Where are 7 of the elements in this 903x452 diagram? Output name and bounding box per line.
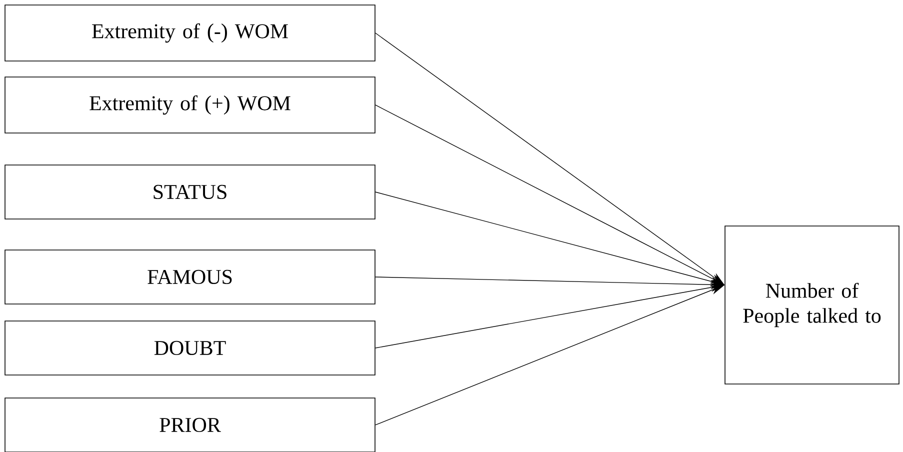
- variable-box: DOUBT: [4, 320, 376, 376]
- variable-box: PRIOR: [4, 398, 376, 452]
- variable-box: Extremity of (+) WOM: [4, 76, 376, 134]
- result-box: Number of People talked to: [724, 226, 900, 384]
- variable-box: STATUS: [4, 164, 376, 220]
- variable-box: FAMOUS: [4, 250, 376, 304]
- variable-box: Extremity of (-) WOM: [4, 4, 376, 62]
